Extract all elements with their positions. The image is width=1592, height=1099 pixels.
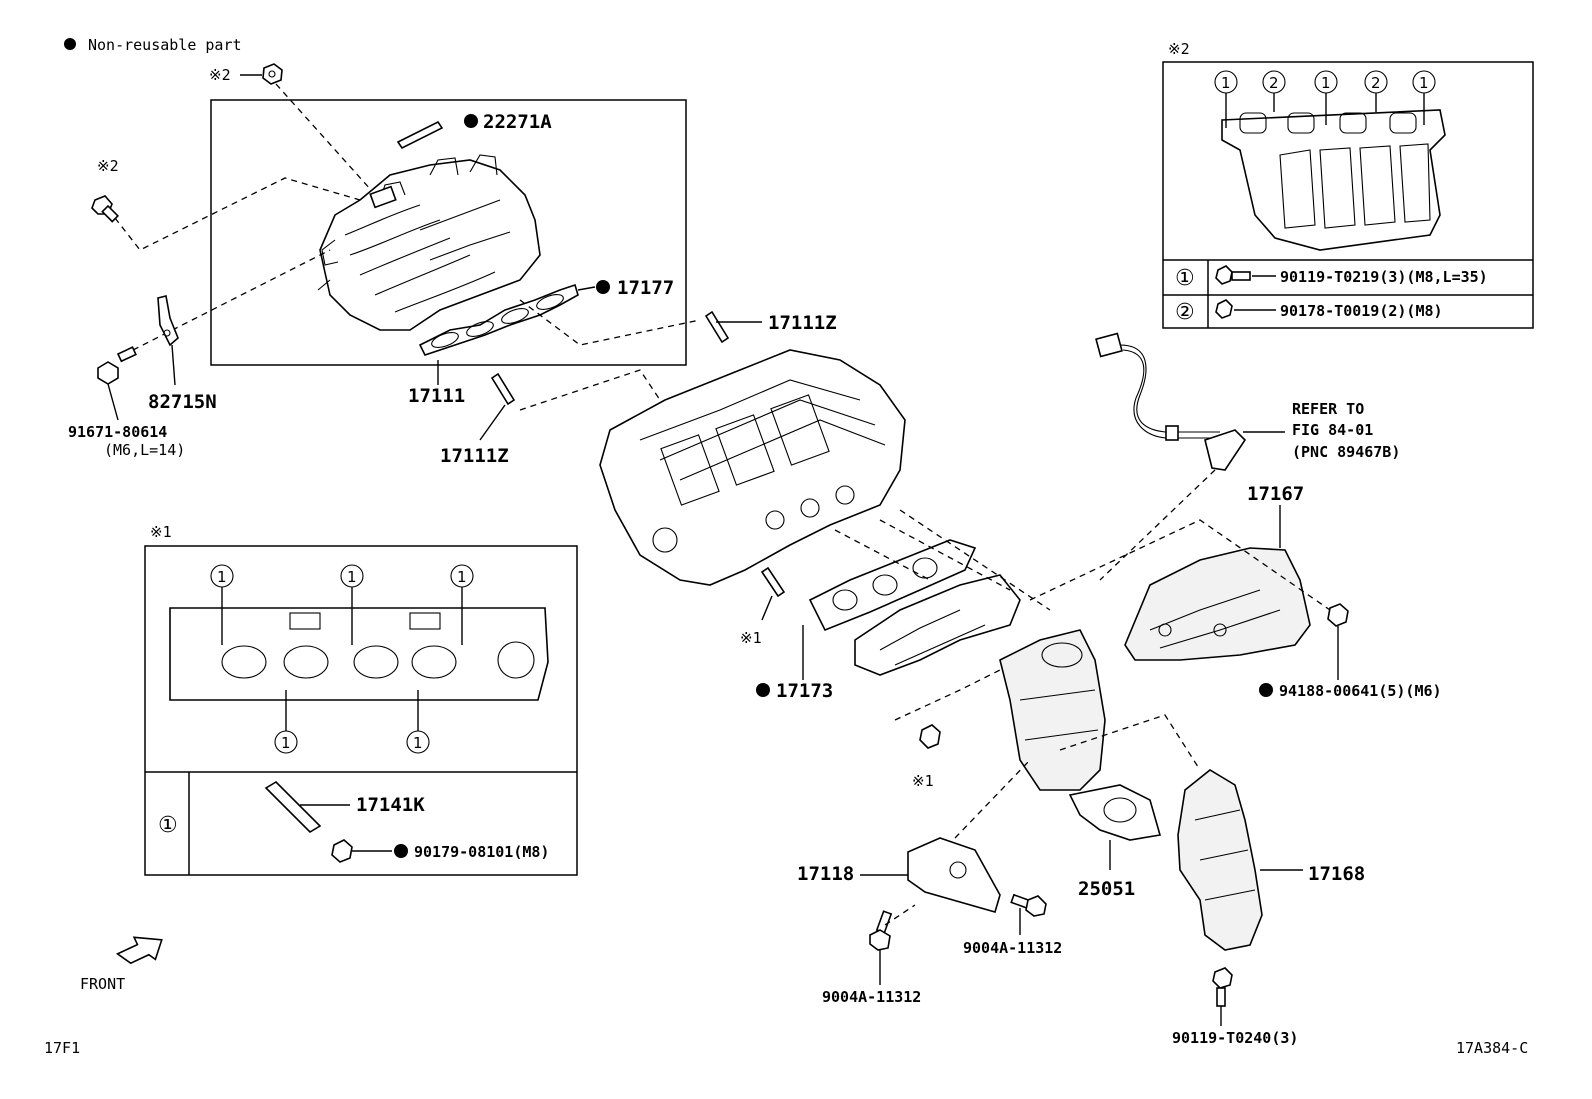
intake-manifold-frame: [210, 99, 687, 366]
bolt-90119-T0219-icon: [1215, 265, 1251, 285]
bracket-82715N-drawing: [157, 295, 179, 347]
part-label-9004A-11312-left: 9004A-11312: [822, 988, 921, 1006]
inset2-frame: [1162, 61, 1534, 329]
cylinder-head-drawing: [599, 349, 906, 586]
part-label-17167: 17167: [1247, 483, 1304, 505]
non-reusable-bullet-icon: [756, 683, 770, 697]
svg-text:1: 1: [1419, 74, 1429, 92]
part-label-91671-80614: 91671-80614: [68, 423, 167, 441]
non-reusable-bullet-icon: [596, 280, 610, 294]
refer-line-1: REFER TO: [1292, 400, 1364, 418]
bolt-icon: [91, 195, 120, 223]
svg-text:1: 1: [1221, 74, 1231, 92]
heat-insulator-17168-drawing: [1177, 769, 1263, 951]
inset1-row-key: ①: [158, 813, 178, 838]
stud-17141K-drawing: [264, 780, 322, 834]
front-label: FRONT: [80, 975, 125, 993]
part-label-17111Z-bottom: 17111Z: [440, 445, 509, 467]
part-label-82715N: 82715N: [148, 391, 217, 413]
bolt-9004A-left-icon: [869, 910, 893, 951]
stud-position-marker-1e: 1: [406, 690, 430, 754]
intake-manifold-drawing: [317, 154, 541, 331]
part-label-22271A: 22271A: [483, 111, 552, 133]
bolt-91671-icon: [97, 346, 137, 385]
inset2-marker-1b: 1: [1314, 70, 1338, 125]
stay-17118-drawing: [907, 837, 1001, 913]
stud-17111Z-upper-drawing: [704, 310, 730, 344]
inset2-row1-part: 90119-T0219(3)(M8,L=35): [1280, 268, 1488, 286]
inset2-row2-part: 90178-T0019(2)(M8): [1280, 302, 1443, 320]
svg-text:1: 1: [347, 568, 357, 586]
inset2-marker-1a: 1: [1214, 70, 1238, 128]
nut-icon: [262, 63, 283, 85]
stud-17111Z-lower-drawing: [490, 372, 516, 406]
stud-position-marker-1a: 1: [210, 564, 234, 645]
note2-mark-top: ※2: [209, 66, 231, 84]
non-reusable-bullet-icon: [64, 38, 76, 50]
bolt-9004A-right-icon: [1010, 893, 1047, 917]
part-label-94188-00641: 94188-00641(5)(M6): [1279, 682, 1442, 700]
part-label-17118: 17118: [797, 863, 854, 885]
inset2-title: ※2: [1168, 40, 1190, 58]
page-code: 17F1: [44, 1039, 80, 1057]
figure-code: 17A384-C: [1456, 1039, 1528, 1057]
non-reusable-bullet-icon: [1259, 683, 1273, 697]
refer-line-3: (PNC 89467B): [1292, 443, 1400, 461]
nut-94188-icon: [1327, 603, 1349, 627]
refer-line-2: FIG 84-01: [1292, 421, 1373, 439]
part-label-9004A-11312-right: 9004A-11312: [963, 939, 1062, 957]
nut-note1-icon: [919, 724, 941, 749]
svg-text:2: 2: [1371, 74, 1381, 92]
front-arrow-icon: [115, 936, 163, 965]
note2-mark-left: ※2: [97, 157, 119, 175]
svg-text:1: 1: [1321, 74, 1331, 92]
inset2-manifold-flange-drawing: [1221, 109, 1446, 251]
part-label-17168: 17168: [1308, 863, 1365, 885]
part-label-17173: 17173: [776, 680, 833, 702]
exhaust-manifold-drawing: [854, 574, 1021, 676]
svg-text:1: 1: [413, 734, 423, 752]
stud-position-marker-1c: 1: [450, 564, 474, 645]
part-label-90119-T0240: 90119-T0240(3): [1172, 1029, 1298, 1047]
stud-note1-drawing: [760, 566, 786, 598]
note1-mark-stud: ※1: [740, 629, 762, 647]
part-label-17177: 17177: [617, 277, 674, 299]
inset1-head-face-drawing: [169, 607, 549, 701]
non-reusable-bullet-icon: [464, 114, 478, 128]
part-spec-91671: (M6,L=14): [104, 441, 185, 459]
svg-text:1: 1: [217, 568, 227, 586]
pin-22271A-drawing: [396, 120, 444, 150]
part-label-17141K: 17141K: [356, 794, 425, 816]
svg-text:2: 2: [1269, 74, 1279, 92]
nut-90178-icon: [1215, 299, 1233, 319]
part-label-25051: 25051: [1078, 878, 1135, 900]
oxygen-sensor-drawing: [1095, 332, 1247, 471]
non-reusable-bullet-icon: [394, 844, 408, 858]
inset2-row2-key: ②: [1175, 300, 1195, 325]
legend-text: Non-reusable part: [88, 36, 242, 54]
heat-insulator-17167-drawing: [1124, 547, 1311, 661]
part-label-17111Z-top: 17111Z: [768, 312, 837, 334]
svg-text:1: 1: [457, 568, 467, 586]
inset2-marker-2a: 2: [1262, 70, 1286, 112]
note1-mark-nut: ※1: [912, 772, 934, 790]
bolt-90119-T0240-icon: [1212, 967, 1233, 1007]
legend: Non-reusable part: [64, 36, 242, 54]
part-label-90179-08101: 90179-08101(M8): [414, 843, 549, 861]
gasket-17173-drawing: [808, 539, 977, 632]
converter-25051-drawing: [999, 629, 1162, 841]
inset2-marker-1c: 1: [1412, 70, 1436, 125]
inset1-frame: [144, 545, 578, 876]
gasket-17177-drawing: [418, 283, 579, 356]
inset2-row1-key: ①: [1175, 266, 1195, 291]
inset1-title: ※1: [150, 523, 172, 541]
stud-position-marker-1d: 1: [274, 690, 298, 754]
inset2-marker-2b: 2: [1364, 70, 1388, 112]
part-label-17111: 17111: [408, 385, 465, 407]
stud-position-marker-1b: 1: [340, 564, 364, 645]
svg-text:1: 1: [281, 734, 291, 752]
nut-90179-icon: [331, 839, 353, 863]
